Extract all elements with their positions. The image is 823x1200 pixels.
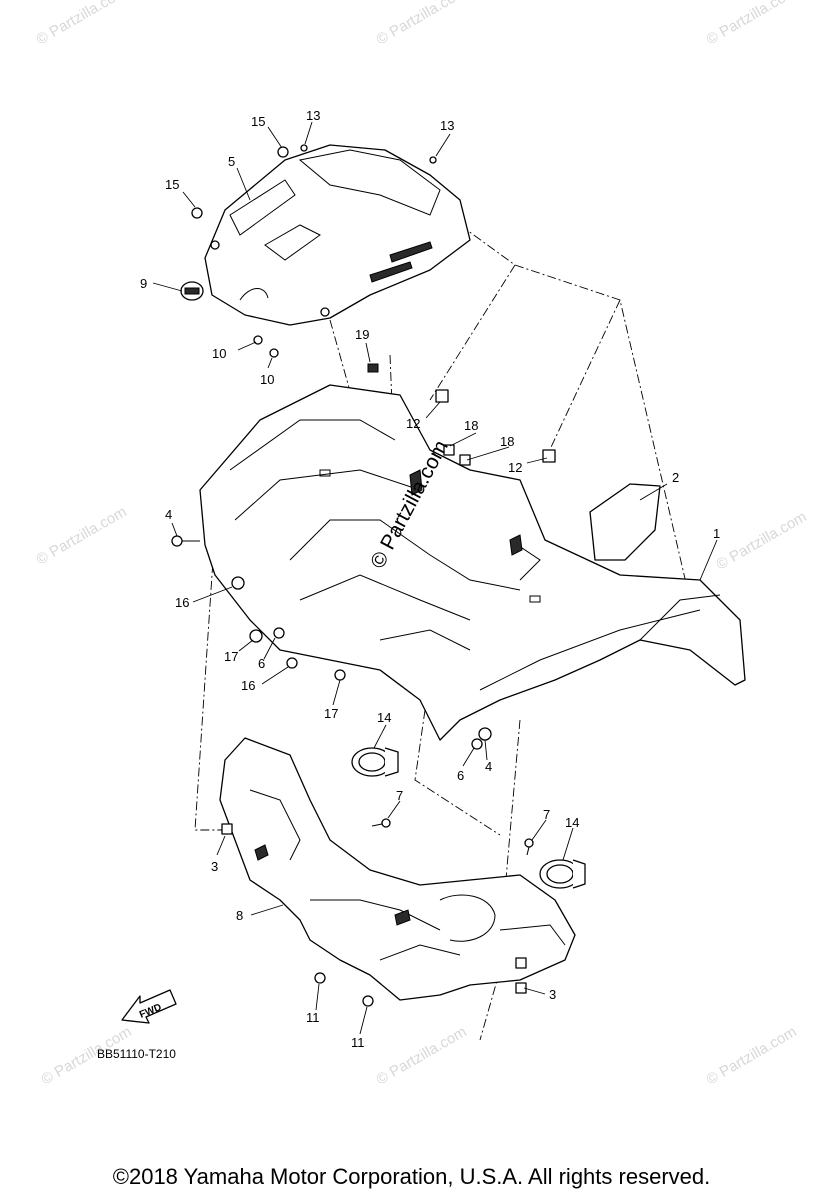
part-5-upper-panel (204, 144, 471, 326)
callout-10: 10 (260, 372, 274, 387)
callout-3: 3 (549, 987, 556, 1002)
callout-8: 8 (236, 908, 243, 923)
watermark: © Partzilla.com (374, 1023, 470, 1088)
fwd-arrow: FWD (121, 989, 177, 1024)
callout-15: 15 (251, 114, 265, 129)
fasteners (171, 144, 556, 1007)
callout-16: 16 (175, 595, 189, 610)
copyright-notice: ©2018 Yamaha Motor Corporation, U.S.A. A… (112, 1164, 711, 1189)
part-9-cap (180, 281, 204, 301)
callout-13: 13 (306, 108, 320, 123)
part-1-front-fender (199, 384, 746, 741)
callout-5: 5 (228, 154, 235, 169)
callout-11: 11 (351, 1035, 365, 1050)
callout-6: 6 (457, 768, 464, 783)
diagram-code: BB51110-T210 (97, 1047, 176, 1061)
callout-12: 12 (508, 460, 522, 475)
callout-16: 16 (241, 678, 255, 693)
callout-19: 19 (355, 327, 369, 342)
part-14-boots (351, 747, 586, 889)
callout-3: 3 (211, 859, 218, 874)
callout-14: 14 (565, 815, 579, 830)
callout-6: 6 (258, 656, 265, 671)
callout-13: 13 (440, 118, 454, 133)
callout-17: 17 (224, 649, 238, 664)
callout-9: 9 (140, 276, 147, 291)
part-8-lower-cover (219, 737, 576, 1001)
watermark: © Partzilla.com (34, 0, 130, 48)
callout-1: 1 (713, 526, 720, 541)
watermark: © Partzilla.com (374, 0, 470, 48)
callout-10: 10 (212, 346, 226, 361)
callout-4: 4 (165, 507, 172, 522)
callout-4: 4 (485, 759, 492, 774)
watermark: © Partzilla.com (34, 503, 130, 568)
watermark: © Partzilla.com (704, 1023, 800, 1088)
watermark: © Partzilla.com (704, 0, 800, 48)
callout-12: 12 (406, 416, 420, 431)
callout-15: 15 (165, 177, 179, 192)
callout-7: 7 (543, 807, 550, 822)
leader-lines (152, 121, 718, 1035)
callouts: 15 13 13 5 15 9 19 10 10 12 18 18 12 2 1… (140, 108, 720, 1050)
callout-18: 18 (500, 434, 514, 449)
callout-14: 14 (377, 710, 391, 725)
callout-17: 17 (324, 706, 338, 721)
callout-11: 11 (306, 1010, 320, 1025)
watermark: © Partzilla.com (714, 508, 810, 573)
callout-2: 2 (672, 470, 679, 485)
callout-18: 18 (464, 418, 478, 433)
part-2-panel (589, 483, 661, 561)
callout-7: 7 (396, 788, 403, 803)
